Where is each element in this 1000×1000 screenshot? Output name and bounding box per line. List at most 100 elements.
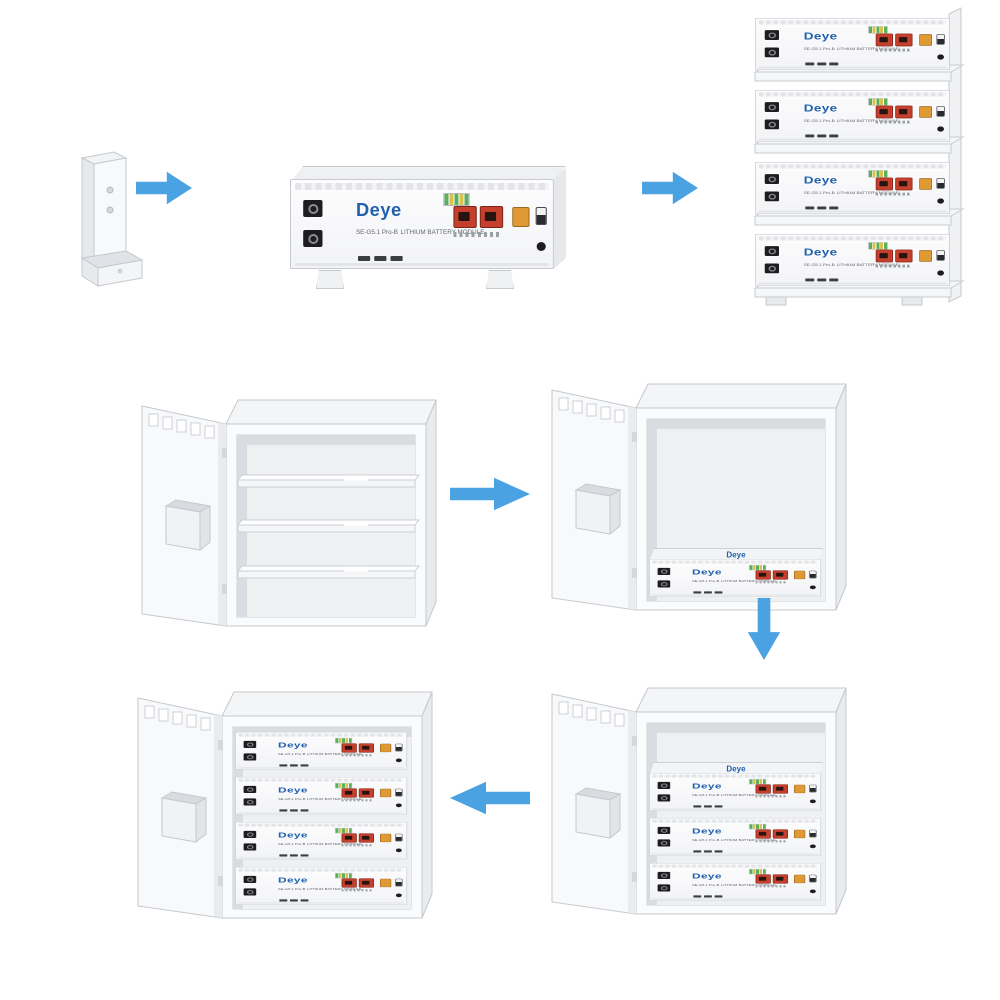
power-switch-icon <box>809 784 817 793</box>
comm-ports-icon <box>358 256 403 261</box>
power-port-icon <box>764 102 779 112</box>
module-category: LITHIUM BATTERY MODULE <box>307 843 362 846</box>
module-category: LITHIUM BATTERY MODULE <box>721 839 776 842</box>
power-switch-icon <box>395 743 403 752</box>
spec-sticker-icon <box>868 26 888 34</box>
vent-strip <box>758 164 947 169</box>
power-port-icon <box>243 875 257 883</box>
brand-logo: Deye <box>803 102 838 114</box>
power-button-icon <box>809 585 816 590</box>
battery-connector-icon <box>341 788 357 798</box>
port-terminal-icon <box>246 889 254 895</box>
port-terminal-icon <box>768 121 776 128</box>
power-button-icon <box>536 242 546 251</box>
power-switch-icon <box>395 788 403 797</box>
port-terminal-icon <box>660 828 668 833</box>
power-switch-icon <box>809 829 817 838</box>
power-button-icon <box>395 758 402 763</box>
comm-ports-icon <box>279 809 309 812</box>
spec-sticker-icon <box>868 242 888 250</box>
power-switch-icon <box>936 250 945 261</box>
battery-connector-icon <box>772 829 789 839</box>
vent-strip <box>238 733 404 737</box>
wall-bracket-shape <box>82 152 142 286</box>
module-category: LITHIUM BATTERY MODULE <box>307 798 362 801</box>
port-terminal-icon <box>768 32 776 38</box>
power-port-icon <box>764 47 779 58</box>
module-category: LITHIUM BATTERY MODULE <box>721 580 776 583</box>
comm-ports-icon <box>805 206 839 210</box>
vent-strip <box>238 778 404 782</box>
module-category: LITHIUM BATTERY MODULE <box>836 46 899 51</box>
module-top-face <box>292 166 566 180</box>
port-terminal-icon <box>660 569 668 574</box>
connector-markings <box>755 885 787 888</box>
comm-ports-icon <box>693 850 723 853</box>
module-category: LITHIUM BATTERY MODULE <box>836 118 899 123</box>
power-button-icon <box>395 803 402 808</box>
module-category: LITHIUM BATTERY MODULE <box>400 229 485 236</box>
power-port-icon <box>764 263 779 274</box>
connector-markings <box>341 889 373 892</box>
power-button-icon <box>937 198 944 204</box>
module-model: SE-G5.1 Pro-B <box>803 46 835 51</box>
battery-connector-icon <box>479 206 504 228</box>
power-port-icon <box>764 246 779 256</box>
port-terminal-icon <box>768 248 776 254</box>
comm-connector-icon <box>919 178 932 190</box>
battery-connector-icon <box>341 743 357 753</box>
battery-connector-icon <box>895 105 913 119</box>
figure-cabinet-empty <box>138 388 438 638</box>
connector-markings <box>875 264 911 268</box>
comm-connector-icon <box>793 784 806 794</box>
port-terminal-icon <box>246 832 254 837</box>
connector-markings <box>755 581 787 584</box>
module-model: SE-G5.1 Pro-B <box>803 262 835 267</box>
port-terminal-icon <box>246 877 254 882</box>
port-terminal-icon <box>768 193 776 200</box>
spec-sticker-icon <box>748 778 767 785</box>
cabinet-shelf <box>238 475 419 487</box>
connector-markings <box>755 840 787 843</box>
comm-ports-icon <box>805 62 839 66</box>
module-model: SE-G5.1 Pro-B <box>278 888 306 891</box>
port-terminal-icon <box>246 799 254 805</box>
power-button-icon <box>937 126 944 132</box>
brand-logo: Deye <box>692 871 722 881</box>
connector-markings <box>875 120 911 124</box>
port-terminal-icon <box>660 795 668 801</box>
battery-connector-icon <box>875 105 893 119</box>
spec-sticker-icon <box>334 827 353 834</box>
power-button-icon <box>395 848 402 853</box>
power-port-icon <box>657 839 671 847</box>
vent-strip <box>652 774 818 778</box>
power-port-icon <box>657 781 671 789</box>
comm-ports-icon <box>279 854 309 857</box>
comm-connector-icon <box>793 570 806 580</box>
vent-strip <box>238 823 404 827</box>
battery-connector-icon <box>772 784 789 794</box>
spec-sticker-icon <box>443 193 470 206</box>
power-port-icon <box>243 843 257 851</box>
power-port-icon <box>657 871 671 879</box>
module-model: SE-G5.1 Pro-B <box>278 843 306 846</box>
port-terminal-icon <box>307 203 318 214</box>
